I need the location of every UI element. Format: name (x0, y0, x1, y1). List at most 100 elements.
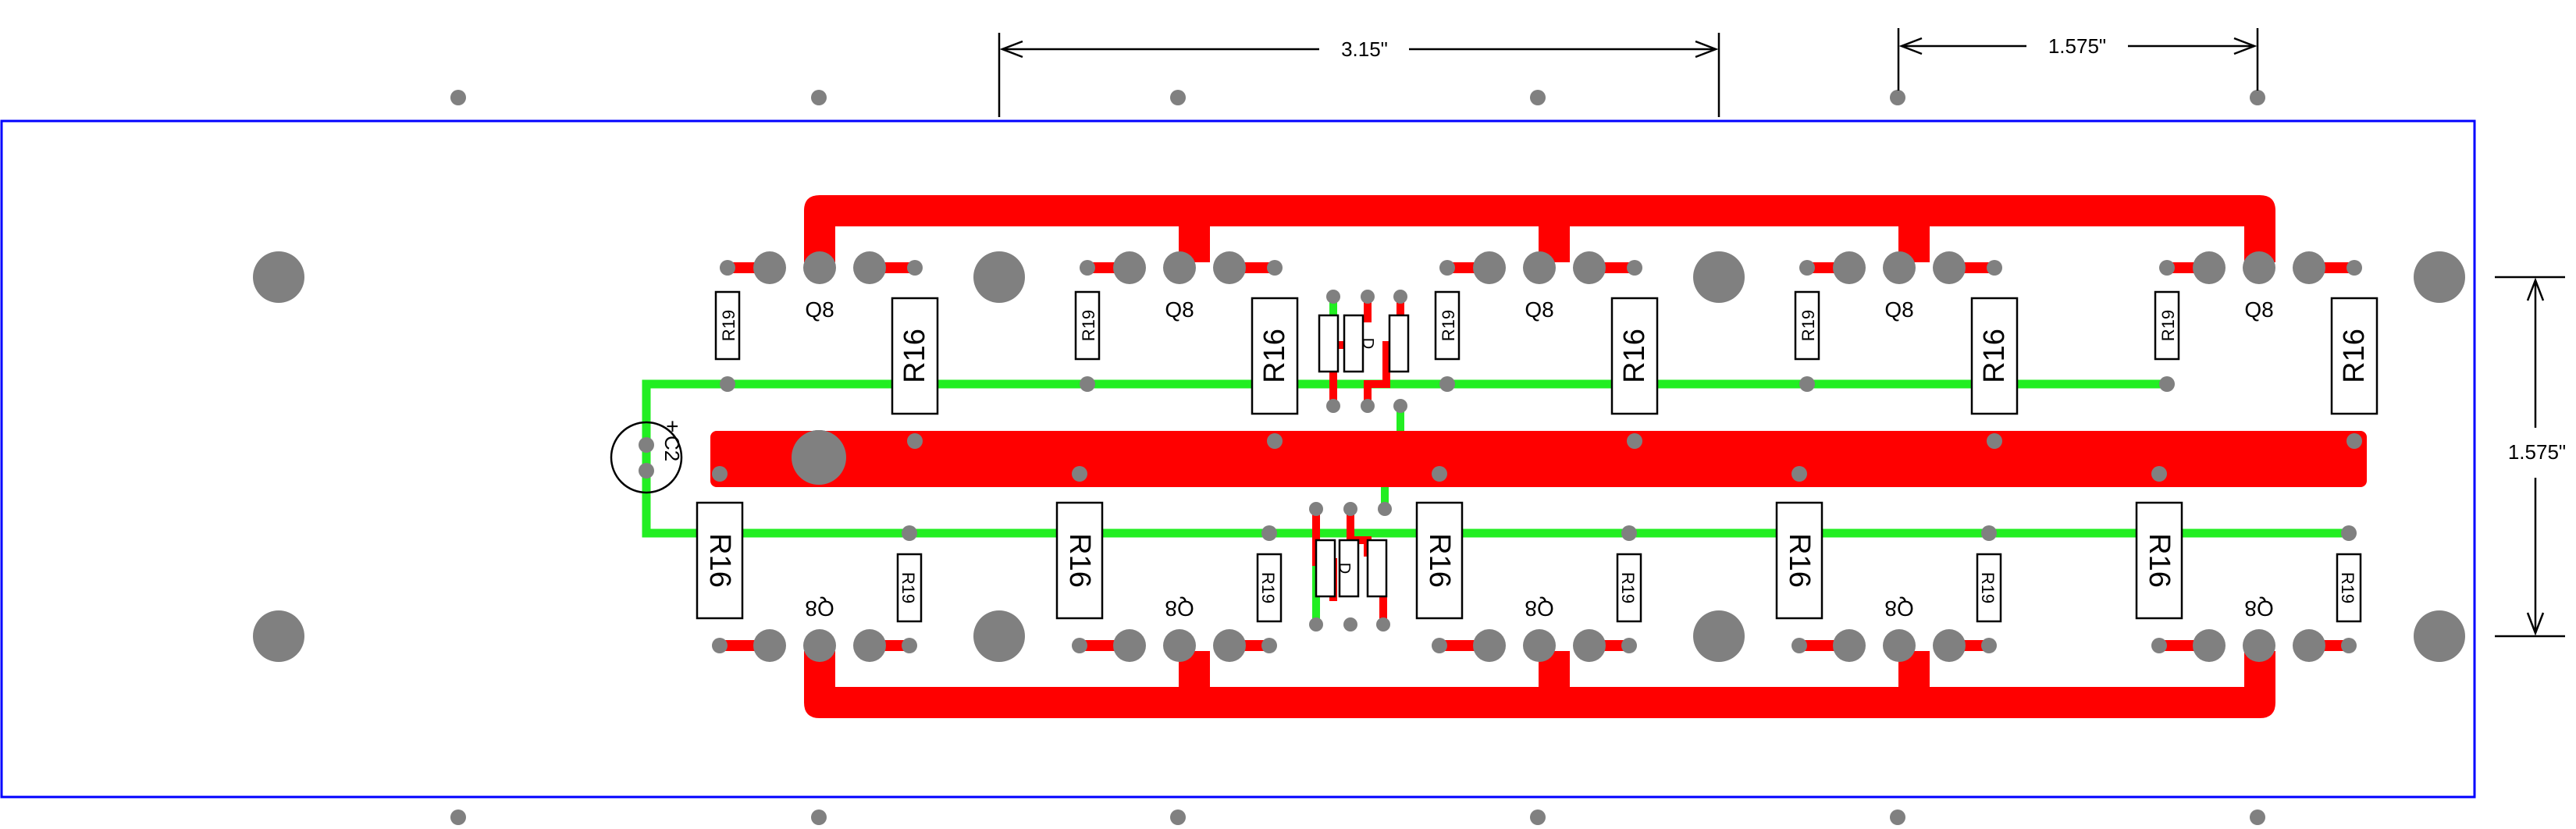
pad (853, 629, 886, 662)
board-outline (0, 119, 2476, 799)
transistor-label: Q8 (1525, 297, 1553, 322)
mounting-holes (253, 251, 2465, 662)
pad (1213, 251, 1246, 284)
pad (1213, 629, 1246, 662)
capacitor-polarity: + (660, 420, 685, 432)
pad (720, 260, 735, 276)
pad (902, 525, 917, 541)
resistor-r16-label: R16 (2338, 329, 2371, 383)
resistor-r19-label: R19 (1258, 572, 1278, 603)
pad (1261, 525, 1277, 541)
pad (1072, 466, 1087, 482)
resistor-r16-label: R16 (898, 329, 931, 383)
pad (2193, 251, 2226, 284)
pad (2293, 251, 2325, 284)
pad (2151, 638, 2167, 653)
pad (753, 251, 786, 284)
top-bus-trace (804, 195, 2275, 262)
pad (1791, 466, 1807, 482)
pad (907, 260, 923, 276)
resistor-r16-label: R16 (1978, 329, 2011, 383)
pad (1981, 525, 1997, 541)
pad (1883, 251, 1916, 284)
resistor-r16-label: R16 (1258, 329, 1291, 383)
diode-upper: D (1318, 314, 1410, 373)
capacitor-c2: + C2 (610, 420, 685, 494)
pad (1163, 251, 1196, 284)
bottom-bus-trace (804, 651, 2275, 718)
dimension-right-vertical: 1.575" (2495, 276, 2566, 638)
pad (1473, 251, 1506, 284)
pad (712, 466, 728, 482)
pad (1933, 629, 1966, 662)
diode-label: D (1359, 338, 1376, 349)
resistor-r16-body (1055, 501, 1104, 620)
resistor-r16-label: R16 (1423, 533, 1456, 588)
pad (1523, 251, 1556, 284)
transistor-label: Q8 (1165, 596, 1194, 621)
pad (1627, 260, 1642, 276)
transistor-label: Q8 (805, 297, 834, 322)
resistor-r19-body (714, 290, 741, 361)
resistor-r16-label: R16 (703, 533, 736, 588)
transistor-label: Q8 (805, 596, 834, 621)
resistor-r16-label: R16 (2143, 533, 2176, 588)
resistor-r19-label: R19 (2158, 310, 2178, 341)
resistor-r19-label: R19 (1618, 572, 1638, 603)
pad (803, 629, 836, 662)
pad (1987, 433, 2002, 449)
pad (1523, 629, 1556, 662)
pad (712, 638, 728, 653)
pad (1833, 629, 1866, 662)
pad (853, 251, 886, 284)
dimension-top-wide: 3.15" (998, 33, 1720, 117)
dimension-top-narrow: 1.575" (1897, 28, 2259, 91)
resistor-r19-body (1794, 290, 1820, 361)
resistor-r19-label: R19 (719, 310, 738, 341)
pad (2347, 433, 2362, 449)
pad (720, 376, 735, 392)
resistor-r19-body (1616, 553, 1642, 623)
pad (2159, 260, 2175, 276)
resistor-r19-body (1434, 290, 1461, 361)
pad (1113, 251, 1146, 284)
pad (1080, 376, 1095, 392)
resistor-r16-label: R16 (1783, 533, 1816, 588)
resistor-r16-body (1970, 297, 2019, 415)
resistor-r16-body (1775, 501, 1823, 620)
resistor-r16-body (2330, 297, 2379, 415)
pad (2243, 251, 2275, 284)
resistor-r19-body (2154, 290, 2180, 361)
resistor-r19-body (896, 553, 923, 623)
pad (1267, 260, 1283, 276)
pad (2159, 376, 2175, 392)
resistor-r16-label: R16 (1063, 533, 1096, 588)
resistor-r19-label: R19 (2338, 572, 2357, 603)
pad (1573, 251, 1606, 284)
pad (1933, 251, 1966, 284)
transistor-label: Q8 (1165, 297, 1194, 322)
pad (1113, 629, 1146, 662)
registration-dots (450, 90, 2265, 825)
pad (2151, 466, 2167, 482)
pad (907, 433, 923, 449)
resistor-r19-label: R19 (1978, 572, 1998, 603)
resistor-r16-body (1610, 297, 1659, 415)
pad (1072, 638, 1087, 653)
pad (1439, 376, 1455, 392)
pad (1833, 251, 1866, 284)
transistor-label: Q8 (1525, 596, 1553, 621)
pad (2341, 525, 2357, 541)
capacitor-label: C2 (660, 436, 684, 461)
pad (2293, 629, 2325, 662)
dimension-label: 3.15" (1341, 37, 1388, 61)
pad (2347, 260, 2362, 276)
pad (753, 629, 786, 662)
pad (803, 251, 836, 284)
transistor-label: Q8 (2244, 596, 2273, 621)
pad (1432, 638, 1447, 653)
transistor-label: Q8 (2244, 297, 2273, 322)
pad (1791, 638, 1807, 653)
pad (1261, 638, 1277, 653)
